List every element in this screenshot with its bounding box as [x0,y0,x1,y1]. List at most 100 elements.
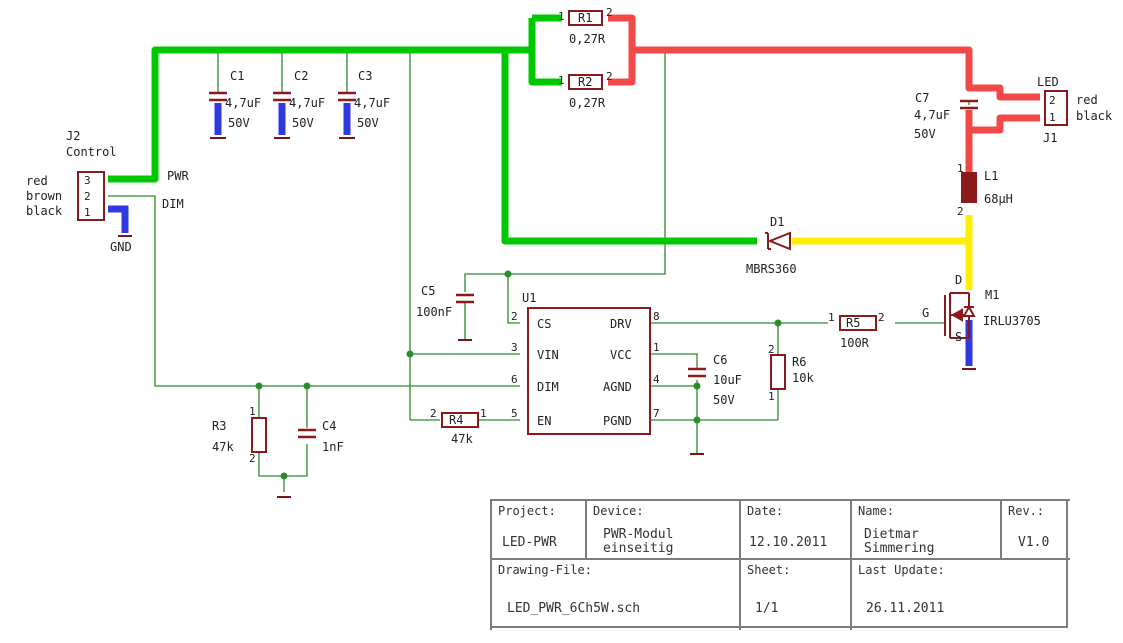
u1-pin-vin-num: 3 [511,341,518,354]
u1-pin-en-num: 5 [511,407,518,420]
l1-value: 68µH [984,192,1013,206]
c4-ref: C4 [322,419,336,433]
l1-pin-1: 1 [957,162,964,175]
net-label-dim: DIM [162,197,184,211]
c2-voltage: 50V [292,116,314,130]
u1-pin-agnd-name: AGND [603,380,632,394]
r3-pin-2: 2 [249,452,256,465]
c7-value: 4,7uF [914,108,950,122]
j2-pin-1: 1 [84,206,91,219]
j2-wire-2: brown [26,189,62,203]
supply-net [108,14,757,245]
c3-ref: C3 [358,69,372,83]
project-cell: Project: LED-PWR [490,499,587,560]
diode-d1: D1 MBRS360 [746,215,797,276]
ground-symbols [118,137,976,498]
r4-pin-1: 1 [480,407,487,420]
u1-pin-cs-num: 2 [511,310,518,323]
c1-ref: C1 [230,69,244,83]
j1-pin-1: 1 [1049,111,1056,124]
connector-j2: J2 Control red brown black 3 2 1 PWR DIM [26,129,189,221]
r6-value: 10k [792,371,814,385]
r4-pin-2: 2 [430,407,437,420]
r4-value: 47k [451,432,473,446]
j1-wire-red: red [1076,93,1098,107]
update-label: Last Update: [858,563,945,577]
date-value: 12.10.2011 [749,535,828,550]
r5-value: 100R [840,336,870,350]
r5-pin-2: 2 [878,311,885,324]
m1-drain: D [955,273,962,287]
file-cell: Drawing-File: LED_PWR_6Ch5W.sch [490,558,741,630]
name-cell: Name: Dietmar Simmering [850,499,1002,560]
capacitor-c7: C7 4,7uF 50V [914,91,978,141]
u1-pin-pgnd-num: 7 [653,407,660,420]
update-cell: Last Update: 26.11.2011 [850,558,1070,630]
j1-name: LED [1037,75,1059,89]
u1-pin-pgnd-name: PGND [603,414,632,428]
m1-gate: G [922,306,929,320]
inductor-l1: L1 68µH 1 2 [957,162,1013,218]
j2-name: Control [66,145,117,159]
r5-pin-1: 1 [828,311,835,324]
c3-value: 4,7uF [354,96,390,110]
u1-ref: U1 [522,291,536,305]
j2-pin-2: 2 [84,190,91,203]
u1-pin-dim-name: DIM [537,380,559,394]
r6-pin-1: 1 [768,390,775,403]
r3-ref: R3 [212,419,226,433]
j2-wire-3: black [26,204,63,218]
switch-node-net [792,215,973,290]
u1-pin-vcc-num: 1 [653,341,660,354]
u1-pin-drv-name: DRV [610,317,632,331]
r3-value: 47k [212,440,234,454]
r1-pin-1: 1 [558,10,565,23]
r1-ref: R1 [578,11,592,25]
r1-value: 0,27R [569,32,606,46]
gnd-label: GND [110,240,132,254]
capacitor-c5: C5 100nF [416,284,474,319]
c2-value: 4,7uF [289,96,325,110]
date-cell: Date: 12.10.2011 [739,499,852,560]
u1-pin-cs-name: CS [537,317,551,331]
r6-ref: R6 [792,355,806,369]
j2-pin-3: 3 [84,174,91,187]
c4-value: 1nF [322,440,344,454]
capacitor-c6: C6 10uF 50V [688,353,742,407]
rev-label: Rev.: [1008,504,1045,518]
d1-ref: D1 [770,215,784,229]
junction-dots [255,270,782,480]
name-label: Name: [858,504,895,518]
c6-ref: C6 [713,353,727,367]
j1-wire-black: black [1076,109,1113,123]
date-label: Date: [747,504,784,518]
c6-voltage: 50V [713,393,735,407]
sheet-cell: Sheet: 1/1 [739,558,852,630]
capacitor-c2: C2 4,7uF 50V [273,69,325,130]
file-value: LED_PWR_6Ch5W.sch [507,601,641,616]
project-value: LED-PWR [502,535,557,550]
c5-ref: C5 [421,284,435,298]
u1-pin-en-name: EN [537,414,551,428]
sheet-value: 1/1 [755,601,779,616]
r2-value: 0,27R [569,96,606,110]
u1-pin-vin-name: VIN [537,348,559,362]
j2-ref: J2 [66,129,80,143]
update-value: 26.11.2011 [866,601,945,616]
device-cell: Device: PWR-Modul einseitig [585,499,741,560]
resistor-r3: 1 2 R3 47k [212,405,267,465]
l1-pin-2: 2 [957,205,964,218]
title-block: Project: LED-PWR Device: PWR-Modul einse… [490,499,1070,630]
c7-voltage: 50V [914,127,936,141]
l1-ref: L1 [984,169,998,183]
capacitor-c3: C3 4,7uF 50V [338,69,390,130]
device-line-1: PWR-Modul [603,527,674,542]
signal-wires [108,52,970,492]
c5-value: 100nF [416,305,452,319]
resistor-r5: 1 2 R5 100R [828,311,885,350]
r3-pin-1: 1 [249,405,256,418]
mosfet-m1 [944,292,976,339]
r2-pin-2: 2 [606,70,613,83]
u1-pin-dim-num: 6 [511,373,518,386]
c3-voltage: 50V [357,116,379,130]
